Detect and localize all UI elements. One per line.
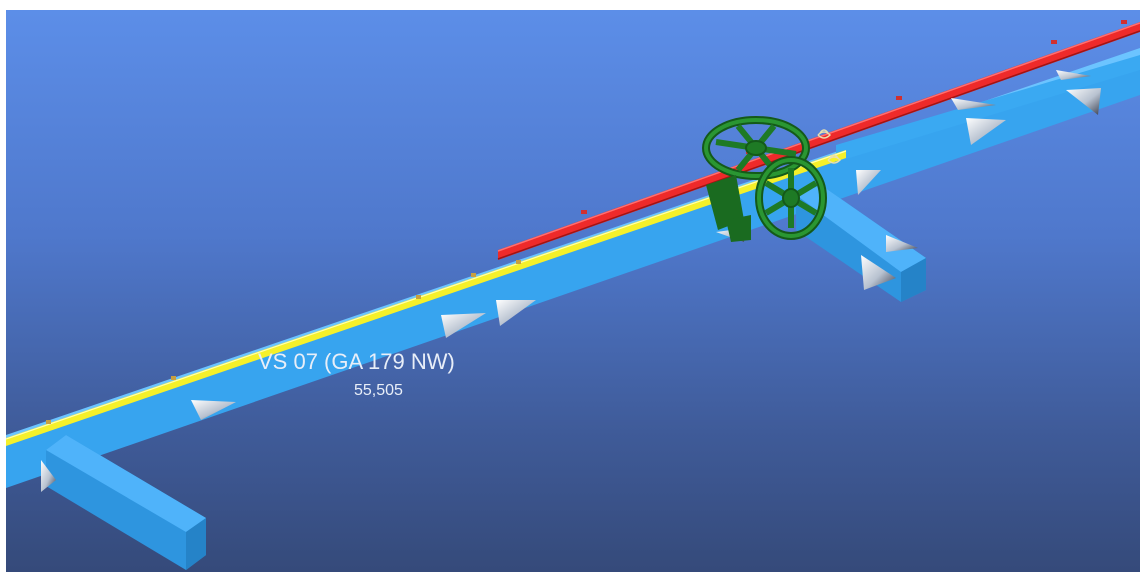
red-pipe[interactable] xyxy=(498,22,1140,260)
yellow-pipe-highlight xyxy=(6,150,847,440)
yellow-pipe[interactable] xyxy=(6,150,846,446)
spring-icon xyxy=(817,129,842,164)
red-pipe-highlight xyxy=(497,22,1140,252)
cross-beam-left-top xyxy=(46,435,206,532)
red-pipe-shadow xyxy=(497,30,1140,260)
yellow-pipe-supports xyxy=(46,260,521,424)
cross-beam-right-end xyxy=(901,258,926,302)
upper-beam xyxy=(836,55,1140,162)
pipe-rack-scene[interactable] xyxy=(6,10,1140,572)
3d-viewport[interactable]: VS 07 (GA 179 NW) 55,505 xyxy=(6,10,1140,572)
valve-handwheel-icon[interactable] xyxy=(755,156,827,240)
valve-handwheel-icon[interactable] xyxy=(702,116,810,180)
cross-beam-left-end xyxy=(186,518,206,570)
valve-tag-value: 55,505 xyxy=(354,382,403,399)
valve-body xyxy=(706,175,751,242)
valve-tag-label: VS 07 (GA 179 NW) xyxy=(258,349,455,374)
main-beam-face[interactable] xyxy=(6,55,1140,488)
